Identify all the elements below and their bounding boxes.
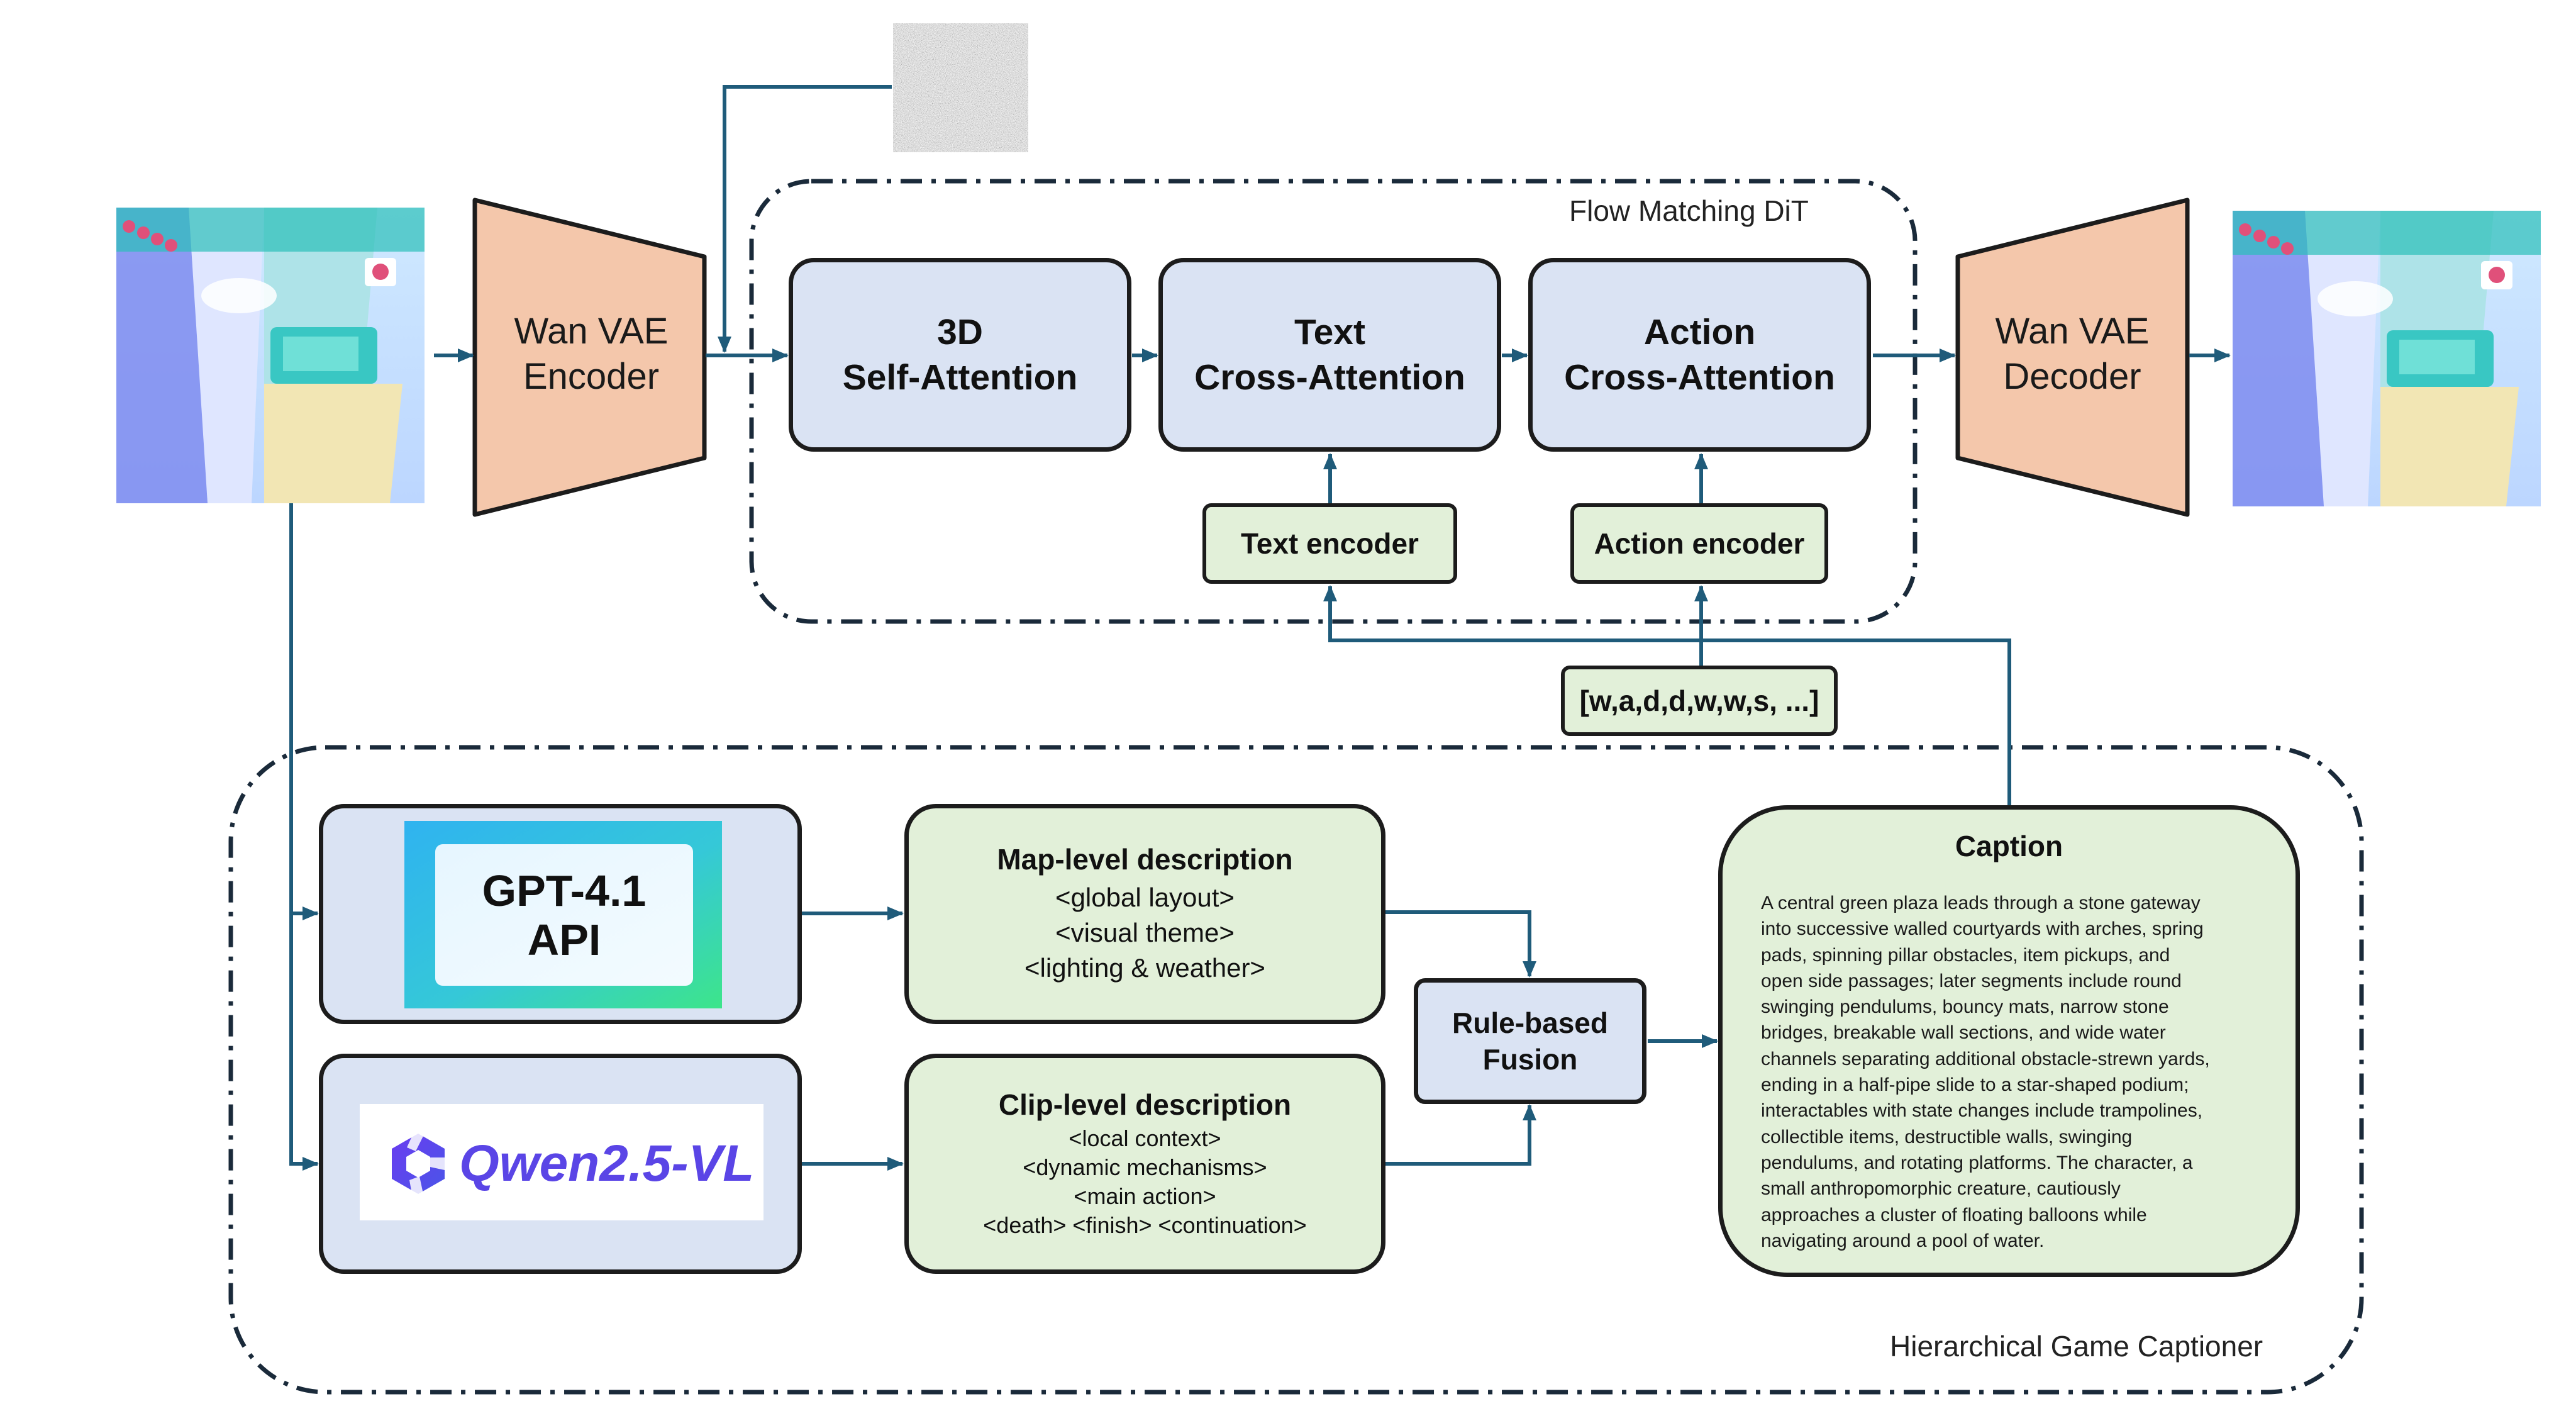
map-level-title: Map-level description — [997, 843, 1293, 876]
vae-encoder-shape — [472, 198, 707, 517]
arrow-cliplevel-to-fusion — [1384, 1104, 1536, 1166]
text-cross-attention-line1: Text — [1294, 312, 1365, 352]
text-cross-attention-line2: Cross-Attention — [1194, 357, 1465, 398]
input-video-frames — [116, 208, 425, 503]
caption-line: pads, spinning pillar obstacles, item pi… — [1761, 944, 2170, 966]
clip-level-item: <local context> — [1069, 1125, 1221, 1151]
vae-encoder-line1: Wan VAE — [514, 311, 669, 352]
vae-decoder-shape — [1955, 198, 2190, 517]
caption-line: open side passages; later segments inclu… — [1761, 970, 2182, 991]
arrow-maplevel-to-fusion — [1384, 910, 1536, 978]
caption-line: small anthropomorphic creature, cautious… — [1761, 1178, 2121, 1200]
action-cross-attention-line2: Cross-Attention — [1564, 357, 1835, 398]
text-encoder-block: Text encoder — [1202, 503, 1457, 584]
rule-based-fusion-block: Rule-based Fusion — [1414, 978, 1646, 1104]
noise-latent-image — [893, 23, 1028, 152]
gpt-logo-text-front: GPT-4.1 API — [435, 844, 693, 986]
map-level-item: <lighting & weather> — [1024, 953, 1265, 983]
caption-line: interactables with state changes include… — [1761, 1100, 2203, 1122]
gpt-logo-front-line1: GPT-4.1 — [482, 866, 647, 915]
captioner-region-label: Hierarchical Game Captioner — [1890, 1330, 2263, 1363]
clip-level-item: <dynamic mechanisms> — [1023, 1154, 1267, 1180]
action-sequence-box: [w,a,d,d,w,w,s, ...] — [1561, 666, 1838, 736]
vae-decoder-line2: Decoder — [2003, 356, 2141, 397]
caption-line: into successive walled courtyards with a… — [1761, 918, 2204, 940]
caption-line: approaches a cluster of floating balloon… — [1761, 1204, 2147, 1225]
action-encoder-block: Action encoder — [1570, 503, 1828, 584]
map-level-item: <visual theme> — [1055, 918, 1235, 947]
self-attention-line1: 3D — [937, 312, 983, 352]
caption-line: navigating around a pool of water. — [1761, 1230, 2045, 1251]
clip-level-item: <death> <finish> <continuation> — [983, 1212, 1307, 1238]
dit-region-label: Flow Matching DiT — [1569, 194, 1809, 227]
clip-level-title: Clip-level description — [998, 1088, 1292, 1121]
fusion-line1: Rule-based — [1452, 1007, 1608, 1039]
arrow-caption-to-textenc — [1323, 585, 2011, 805]
caption-line: collectible items, destructible walls, s… — [1761, 1126, 2133, 1147]
clip-level-item: <main action> — [1074, 1183, 1216, 1209]
vae-decoder-label: Wan VAE Decoder — [1965, 307, 2179, 401]
caption-line: pendulums, and rotating platforms. The c… — [1761, 1152, 2193, 1173]
map-level-item: <global layout> — [1055, 883, 1235, 912]
caption-line: swinging pendulums, bouncy mats, narrow … — [1761, 996, 2169, 1018]
arrow-noise-to-dit — [718, 85, 892, 353]
captioner-region-border — [228, 745, 2364, 1395]
caption-line: A central green plaza leads through a st… — [1761, 893, 2201, 913]
vae-encoder-line2: Encoder — [523, 356, 660, 397]
caption-line: ending in a half-pipe slide to a star-sh… — [1761, 1074, 2189, 1096]
fusion-line2: Fusion — [1482, 1043, 1578, 1076]
arrow-input-to-captioner — [289, 503, 319, 1171]
map-level-description: Map-level description <global layout> <v… — [904, 804, 1385, 1024]
caption-line: channels separating additional obstacle-… — [1761, 1048, 2210, 1069]
gpt-logo-front-line2: API — [527, 915, 601, 964]
caption-body: A central green plaza leads through a st… — [1761, 890, 2277, 1254]
self-attention-line2: Self-Attention — [842, 357, 1078, 398]
action-cross-attention-line1: Action — [1643, 312, 1756, 352]
clip-level-description: Clip-level description <local context> <… — [904, 1054, 1385, 1274]
qwen-logo-text: Qwen2.5-VL — [459, 1135, 755, 1192]
output-video-frames — [2233, 211, 2541, 506]
self-attention-block: 3D Self-Attention — [789, 258, 1131, 452]
dit-region-border — [749, 179, 1918, 624]
caption-title: Caption — [1955, 830, 2063, 862]
vae-encoder-label: Wan VAE Encoder — [484, 307, 698, 401]
action-cross-attention-block: Action Cross-Attention — [1528, 258, 1871, 452]
caption-line: bridges, breakable wall sections, and wi… — [1761, 1022, 2166, 1044]
text-cross-attention-block: Text Cross-Attention — [1158, 258, 1501, 452]
vae-decoder-line1: Wan VAE — [1995, 311, 2150, 352]
caption-box — [1718, 805, 2300, 1277]
